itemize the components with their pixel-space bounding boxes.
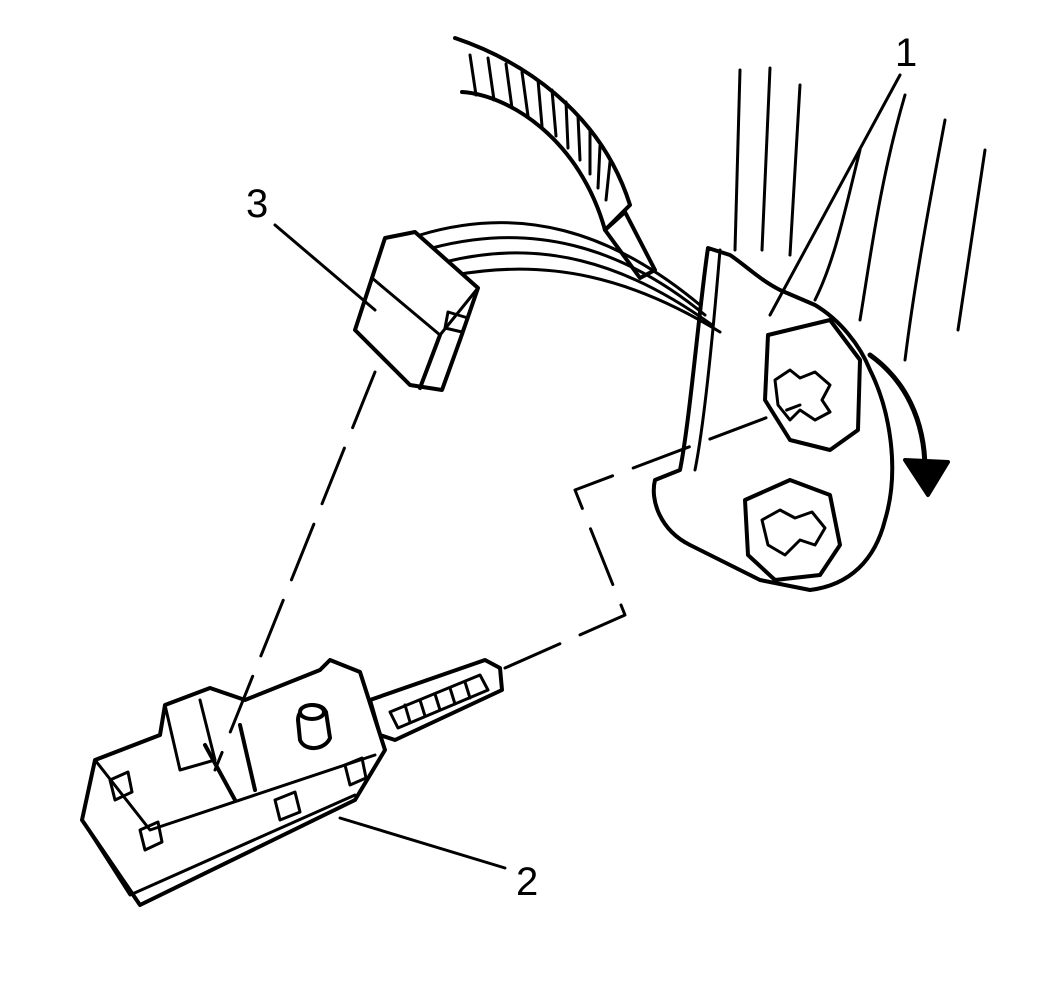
pedal-bracket bbox=[651, 66, 987, 592]
leader-line-3 bbox=[273, 223, 377, 312]
leader-line-1 bbox=[768, 73, 902, 317]
alignment-lines bbox=[213, 370, 802, 772]
callout-1: 1 bbox=[895, 31, 918, 75]
leader-line-2 bbox=[338, 816, 507, 870]
electrical-connector bbox=[353, 230, 480, 392]
leader-lines bbox=[273, 73, 902, 870]
connector-wires bbox=[418, 221, 722, 334]
callout-3: 3 bbox=[246, 182, 269, 226]
callout-2: 2 bbox=[516, 860, 539, 904]
brake-switch bbox=[80, 658, 504, 907]
